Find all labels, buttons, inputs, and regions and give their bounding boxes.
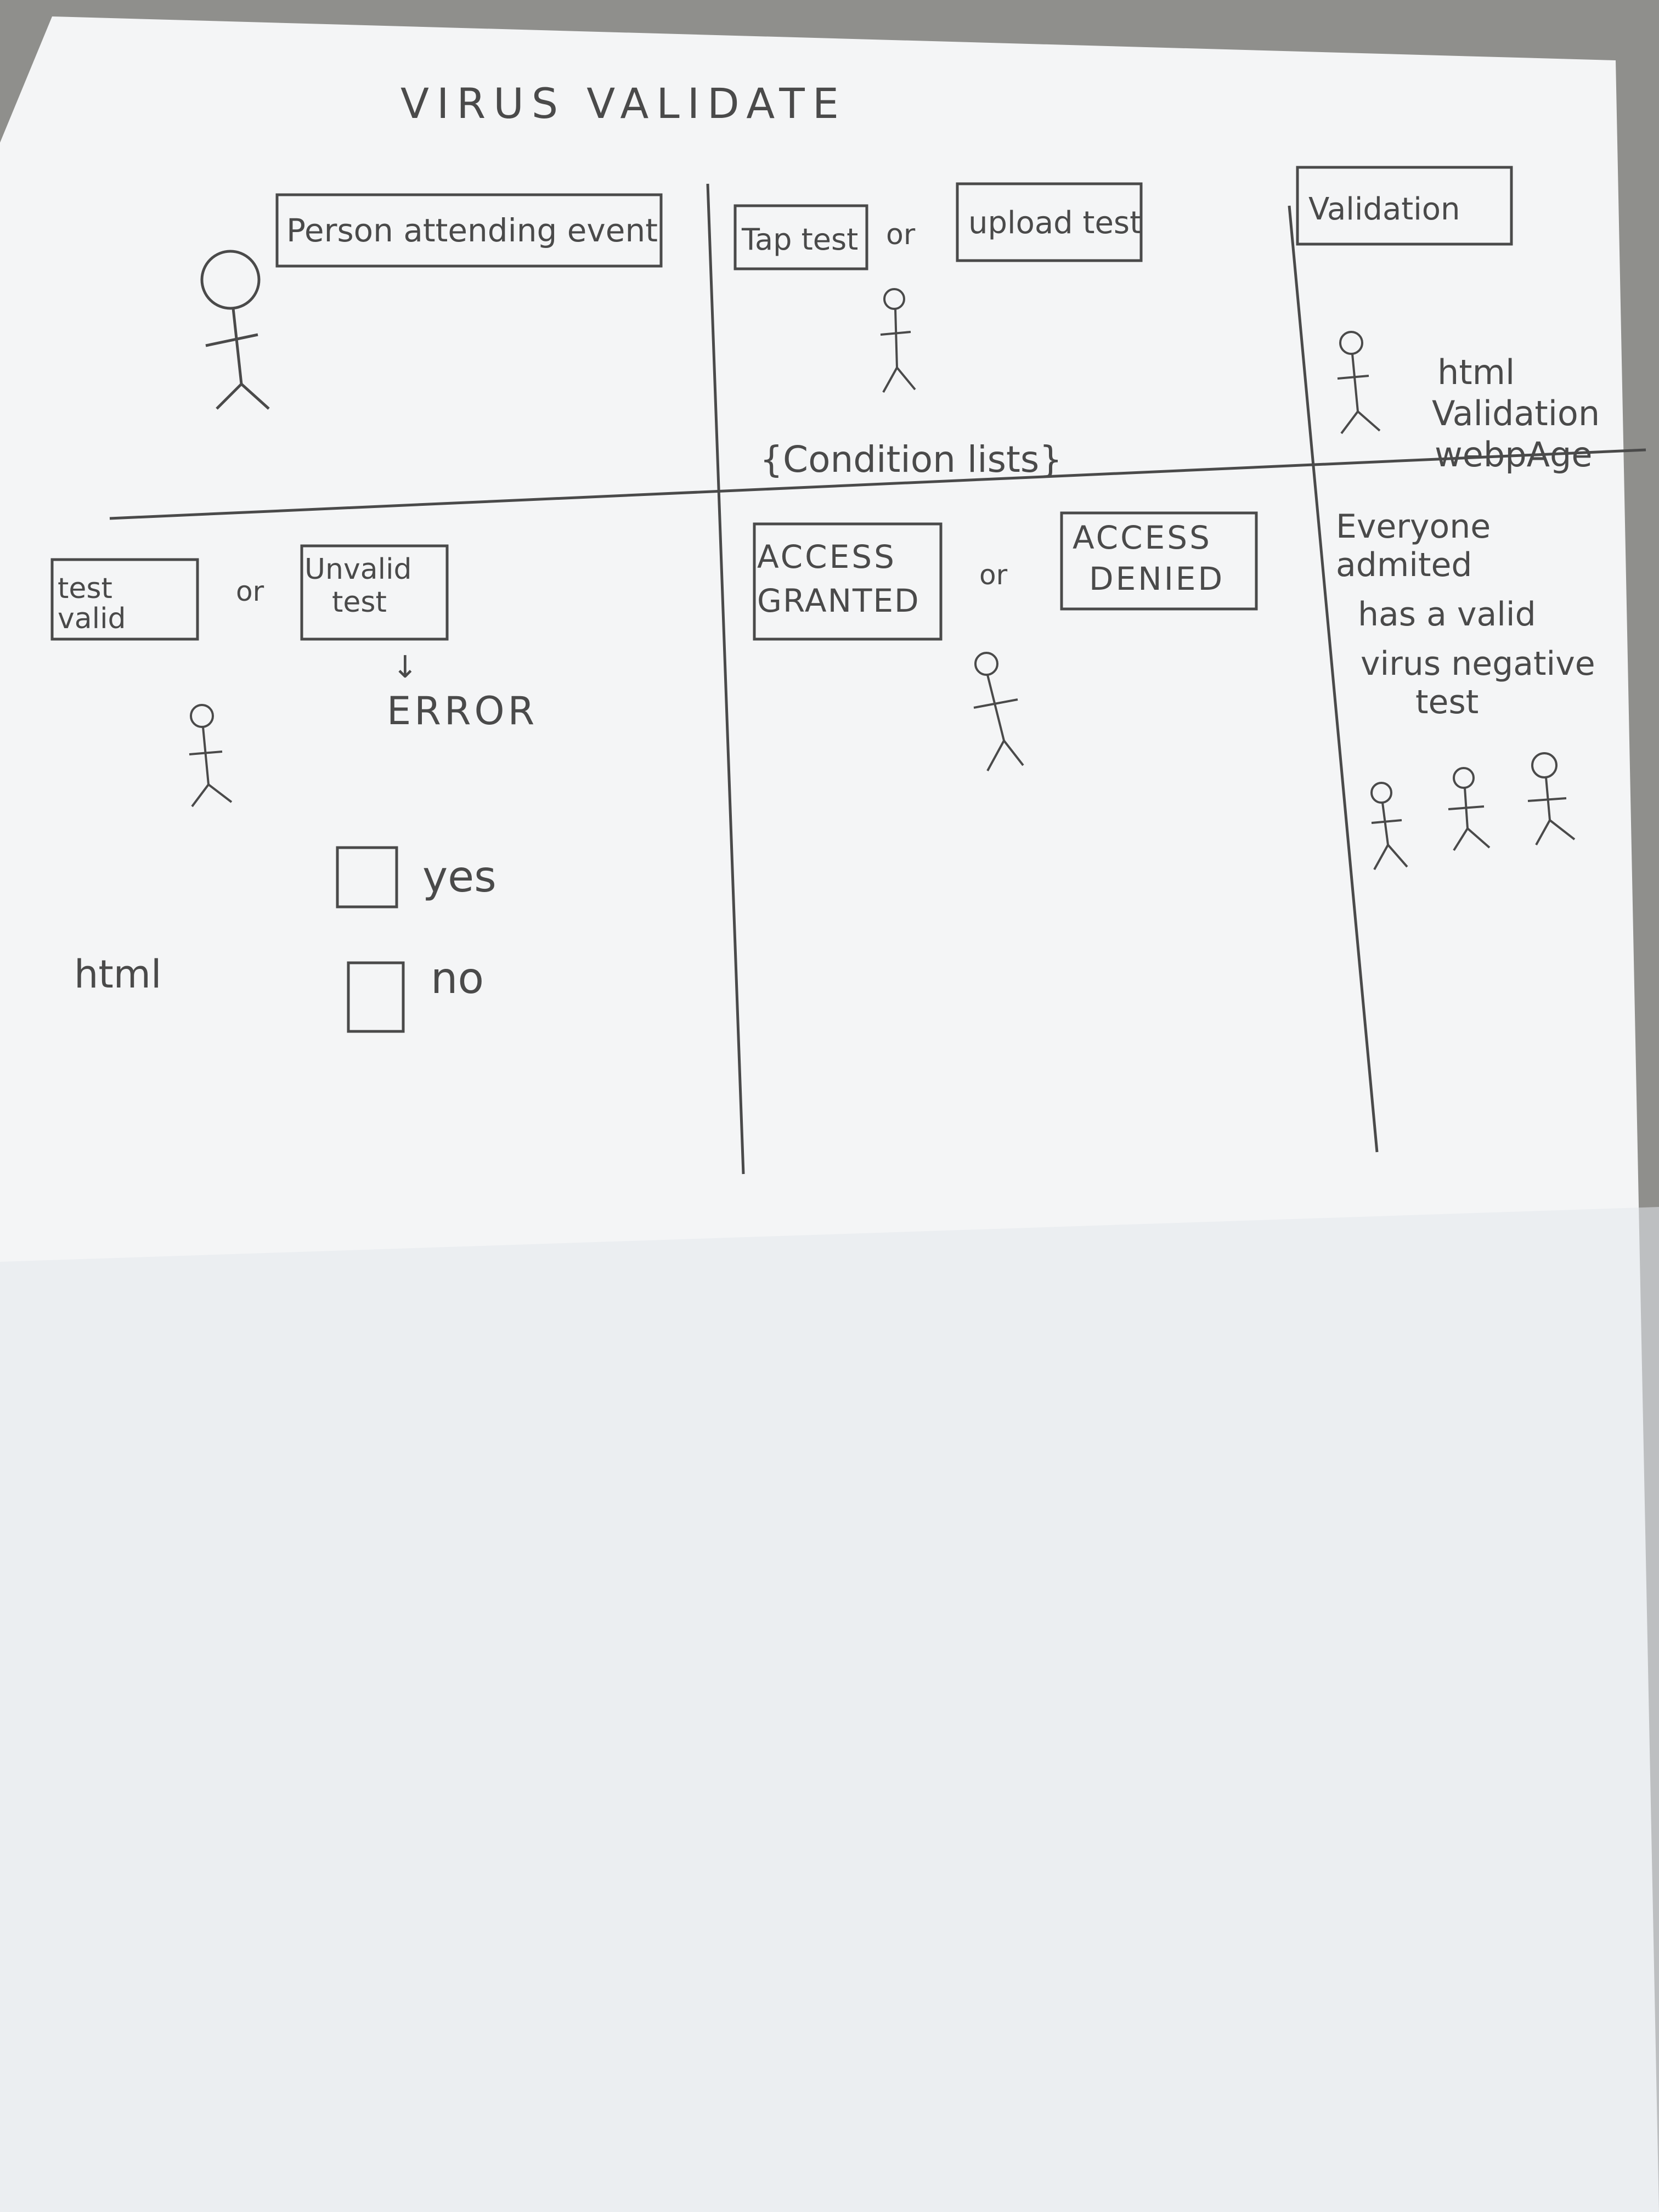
- summary-line-1: Everyone: [1336, 507, 1491, 546]
- no-checkbox[interactable]: [347, 961, 405, 1033]
- result-or-label: or: [236, 575, 264, 607]
- divider-vertical-right: [1288, 205, 1379, 1153]
- no-option-label: no: [431, 954, 484, 1003]
- access-denied-line-1: ACCESS: [1073, 519, 1212, 556]
- test-valid-label-line-2: valid: [58, 602, 126, 635]
- person-stick-figure-icon: [200, 250, 270, 410]
- error-arrow-icon: ↓: [392, 650, 418, 685]
- test-or-label: or: [886, 218, 916, 251]
- access-denied-box[interactable]: [1060, 511, 1258, 611]
- validator-stick-figure-icon: [1337, 331, 1381, 435]
- validation-note-line-2: Validation: [1432, 393, 1600, 433]
- paper-shadow: [0, 1207, 1659, 2212]
- condition-lists-label: {Condition lists}: [760, 438, 1062, 481]
- user-stick-figure-icon: [189, 704, 233, 808]
- summary-line-4: virus negative: [1361, 645, 1595, 683]
- access-denied-line-2: DENIED: [1089, 560, 1224, 597]
- yes-option-label: yes: [422, 853, 496, 902]
- access-granted-line-1: ACCESS: [757, 538, 896, 575]
- tap-test-button[interactable]: [733, 204, 868, 270]
- access-granted-line-2: GRANTED: [757, 582, 920, 619]
- person-box-label: Person attending event: [286, 212, 658, 249]
- admitted-crowd-icon: [1370, 752, 1576, 870]
- error-label: ERROR: [387, 689, 538, 733]
- validation-note-line-1: html: [1437, 352, 1515, 392]
- summary-line-3: has a valid: [1358, 595, 1536, 634]
- divider-vertical-left: [706, 183, 745, 1175]
- test-valid-box[interactable]: [50, 558, 199, 641]
- access-or-label: or: [979, 559, 1008, 591]
- unvalid-test-box[interactable]: [300, 544, 449, 641]
- validation-box: [1296, 166, 1513, 246]
- validation-box-label: Validation: [1308, 191, 1460, 227]
- summary-line-2: admited: [1336, 546, 1472, 584]
- access-granted-box[interactable]: [753, 522, 943, 641]
- tap-test-label: Tap test: [741, 222, 858, 257]
- divider-horizontal: [109, 448, 1646, 520]
- unvalid-test-label-line-1: Unvalid: [304, 553, 412, 586]
- validation-note-line-3: webpAge: [1435, 435, 1592, 475]
- page-title: VIRUS VALIDATE: [400, 79, 847, 128]
- upload-test-label: upload test: [968, 205, 1142, 241]
- summary-line-5: test: [1415, 683, 1479, 721]
- html-note-label: html: [74, 952, 161, 997]
- person-box: [275, 193, 663, 268]
- tester-stick-figure-icon: [880, 288, 916, 393]
- entrant-stick-figure-icon: [973, 652, 1024, 771]
- yes-checkbox[interactable]: [336, 846, 398, 909]
- unvalid-test-label-line-2: test: [332, 586, 387, 619]
- upload-test-button[interactable]: [956, 182, 1143, 262]
- test-valid-label-line-1: test: [58, 572, 112, 605]
